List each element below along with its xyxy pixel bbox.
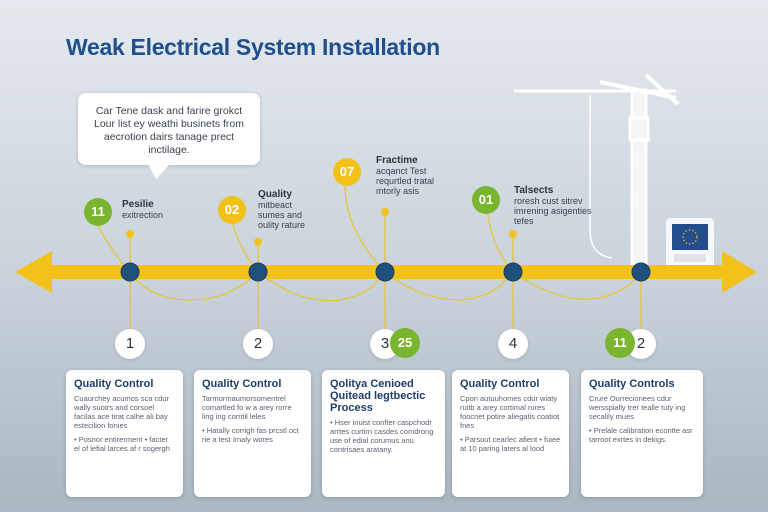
control-panel-illustration — [666, 218, 714, 270]
milestone-title-3: Fractime — [376, 155, 418, 166]
milestone-desc-1: exitrection — [122, 210, 164, 220]
quality-card-3: Qolitya Cenioed Quitead legtbectic Proce… — [322, 370, 445, 497]
connector-dots — [126, 208, 517, 246]
crane-illustration — [514, 73, 680, 267]
quality-card-2: Quality Control Tarmormaumorsomentrel co… — [194, 370, 311, 497]
quality-card-1: Quality Control Cuaurchey acumos sca cdu… — [66, 370, 183, 497]
step-badge-25: 25 — [390, 328, 420, 358]
card-bullets-1: • Posnor entirerment • facter el of lefi… — [74, 435, 170, 453]
milestone-desc-4: roresh cust sitrev imrening asigenties t… — [514, 196, 592, 226]
milestone-desc-3: acqanct Test requrtled tratal mtorly asi… — [376, 166, 435, 196]
step-circle-1: 1 — [115, 329, 145, 359]
card-bullets-2: • Hatally corrigh fas prcstl oct rie a t… — [202, 426, 299, 444]
milestone-title-1: Pesilie — [122, 199, 154, 210]
milestone-title-2: Quality — [258, 189, 292, 200]
card-title-4: Quality Control — [460, 378, 540, 390]
card-bullets-4: • Parsout cearlec afient • fuiee at 10 p… — [460, 435, 561, 453]
timeline-node-2 — [248, 262, 268, 282]
speech-bubble-text: Car Tene dask and farire grokct Lour lis… — [94, 105, 244, 156]
step-badge-11: 11 — [605, 328, 635, 358]
page-title: Weak Electrical System Installation — [66, 34, 440, 60]
quality-card-4: Quality Control Cpon autuuhomes cdur wia… — [452, 370, 569, 497]
milestone-title-4: Talsects — [514, 185, 554, 196]
milestone-badge-4: 01 — [472, 186, 500, 214]
milestone-text-4: Talsects roresh cust sitrev imrening asi… — [514, 185, 606, 227]
milestone-desc-2: mitbeact sumes and oulity rature — [258, 200, 306, 230]
quality-card-5: Quality Controls Crure Ourrecionees cdur… — [581, 370, 703, 497]
card-body-1: Cuaurchey acumos sca cdur wally suotrs a… — [74, 394, 170, 430]
timeline-nodes — [120, 262, 651, 282]
card-title-3: Qolitya Cenioed Quitead legtbectic Proce… — [330, 378, 426, 414]
milestone-badge-3: 07 — [333, 158, 361, 186]
card-title-2: Quality Control — [202, 378, 282, 390]
milestone-text-3: Fractime acqanct Test requrtled tratal m… — [376, 155, 460, 197]
speech-bubble: Car Tene dask and farire grokct Lour lis… — [78, 93, 260, 179]
card-body-3: • Hser inuist confter caspchodr arrtes c… — [330, 418, 434, 454]
card-body-5: Crure Ourrecionees cdur wersspially trer… — [589, 394, 686, 421]
milestone-badge-1: 11 — [84, 198, 112, 226]
timeline-node-3 — [375, 262, 395, 282]
milestone-text-1: Pesilie exitrection — [122, 199, 164, 221]
timeline-node-4 — [503, 262, 523, 282]
card-body-4: Cpon autuuhomes cdur wiaty ruitb a arey … — [460, 394, 560, 430]
milestone-badge-2: 02 — [218, 196, 246, 224]
timeline-node-1 — [120, 262, 140, 282]
timeline-node-5 — [631, 262, 651, 282]
step-circle-4: 4 — [498, 329, 528, 359]
card-bullets-5: • Prelale calibration econtte asr tarroo… — [589, 426, 693, 444]
milestone-text-2: Quality mitbeact sumes and oulity rature — [258, 189, 318, 231]
card-body-2: Tarmormaumorsomentrel comartled fo w a a… — [202, 394, 292, 421]
card-title-1: Quality Control — [74, 378, 154, 390]
card-title-5: Quality Controls — [589, 378, 675, 390]
step-circle-2: 2 — [243, 329, 273, 359]
